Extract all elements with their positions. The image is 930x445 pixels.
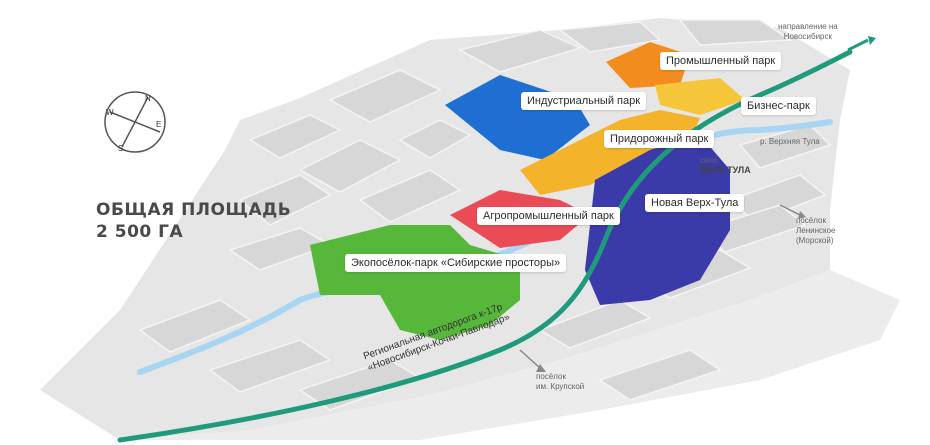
krupskoy-arrow xyxy=(519,349,541,369)
label-business-park[interactable]: Бизнес-парк xyxy=(741,97,816,115)
business-park-zone[interactable] xyxy=(655,78,745,115)
novosibirsk-line1: направление на xyxy=(778,22,838,31)
village-small-label: село xyxy=(700,156,718,165)
block xyxy=(598,349,722,401)
compass-e: E xyxy=(156,120,161,129)
road-arrow-line xyxy=(847,38,869,52)
block xyxy=(557,21,662,53)
krupskoy-label: посёлок им. Крупской xyxy=(536,372,584,392)
compass-ring xyxy=(104,91,166,153)
block xyxy=(398,119,472,159)
leninskoe-line2: Ленинское xyxy=(796,226,836,235)
novosibirsk-direction: направление на Новосибирск xyxy=(778,22,838,42)
leninskoe-arrow-head xyxy=(798,211,806,219)
krupskoy-arrow-head xyxy=(536,364,546,372)
block xyxy=(328,69,442,123)
new-verkh-tula-zone[interactable] xyxy=(585,135,730,305)
road-arrow-head xyxy=(868,36,876,45)
compass-we-line xyxy=(109,111,161,133)
block xyxy=(248,114,342,159)
block xyxy=(538,299,652,349)
block xyxy=(738,124,832,169)
leninskoe-line1: посёлок xyxy=(796,216,826,225)
compass-n: N xyxy=(145,94,151,103)
krupskoy-line2: им. Крупской xyxy=(536,382,585,391)
label-new-verkh-tula[interactable]: Новая Верх-Тула xyxy=(645,194,745,212)
krupskoy-line1: посёлок xyxy=(536,372,566,381)
river xyxy=(137,119,833,375)
compass-icon: N E S W xyxy=(104,91,166,153)
total-area-value: 2 500 ГА xyxy=(96,222,184,242)
compass-s: S xyxy=(118,144,123,153)
block xyxy=(358,169,462,223)
label-ecovillage[interactable]: Экопосёлок-парк «Сибирские просторы» xyxy=(345,254,567,272)
ecovillage-zone[interactable] xyxy=(310,225,520,340)
label-industrial-park[interactable]: Индустриальный парк xyxy=(521,92,647,110)
total-area-title: ОБЩАЯ ПЛОЩАДЬ 2 500 ГА xyxy=(96,199,291,243)
village-name-label: ВЕРХ-ТУЛА xyxy=(700,165,751,175)
block xyxy=(678,19,793,46)
block xyxy=(238,174,332,226)
leninskoe-label: посёлок Ленинское (Морской) xyxy=(796,216,836,246)
block xyxy=(298,139,402,193)
label-roadside-park[interactable]: Придорожный парк xyxy=(604,130,715,148)
block xyxy=(138,299,252,353)
compass-w: W xyxy=(106,108,114,117)
label-manufacturing-park[interactable]: Промышленный парк xyxy=(660,52,782,70)
leninskoe-arrow xyxy=(779,204,801,216)
land-south xyxy=(120,270,900,440)
leninskoe-line3: (Морской) xyxy=(796,236,834,245)
block xyxy=(208,339,332,393)
main-road xyxy=(117,49,853,443)
label-agro-park[interactable]: Агропромышленный парк xyxy=(477,207,620,225)
river-label: р. Верхняя Тула xyxy=(760,137,820,146)
total-area-label: ОБЩАЯ ПЛОЩАДЬ xyxy=(96,200,292,220)
novosibirsk-line2: Новосибирск xyxy=(783,32,833,41)
block xyxy=(457,29,583,73)
